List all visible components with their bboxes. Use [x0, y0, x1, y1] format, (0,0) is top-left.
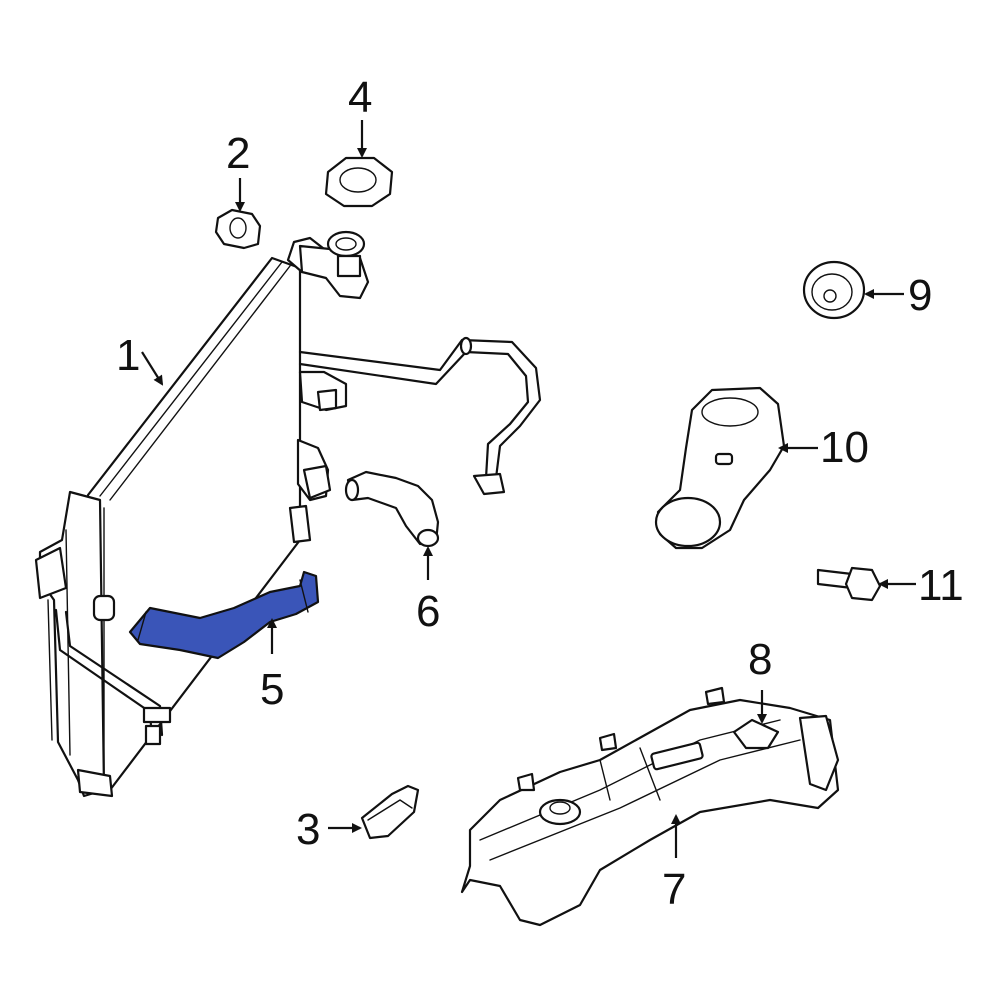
callout-6: 6 — [416, 587, 440, 636]
bolt-part[interactable] — [816, 566, 882, 602]
radiator-part[interactable] — [34, 230, 542, 798]
upper-insulator-part[interactable] — [214, 208, 262, 250]
reservoir-cap-part[interactable] — [324, 156, 394, 208]
callout-9: 9 — [908, 271, 932, 320]
leader-1 — [141, 351, 164, 386]
coolant-reservoir-part[interactable] — [460, 686, 840, 927]
callout-10: 10 — [820, 423, 869, 472]
callout-7: 7 — [662, 865, 686, 914]
callout-labels: 1 2 3 4 5 6 7 8 9 10 11 — [116, 73, 964, 914]
lower-hose-body — [128, 570, 320, 660]
callout-11: 11 — [918, 561, 964, 610]
leader-lines — [141, 120, 916, 858]
thermostat-housing-part[interactable] — [654, 386, 786, 550]
callout-2: 2 — [226, 129, 250, 178]
callout-8: 8 — [748, 635, 772, 684]
callout-3: 3 — [296, 805, 320, 854]
lower-hose-part[interactable] — [128, 570, 320, 660]
callout-5: 5 — [260, 665, 284, 714]
upper-hose-part[interactable] — [344, 470, 440, 548]
lower-insulator-part[interactable] — [360, 784, 420, 840]
callout-4: 4 — [348, 73, 372, 122]
callout-1: 1 — [116, 331, 140, 380]
sensor-part[interactable] — [732, 718, 780, 750]
cap-part[interactable] — [802, 260, 866, 320]
